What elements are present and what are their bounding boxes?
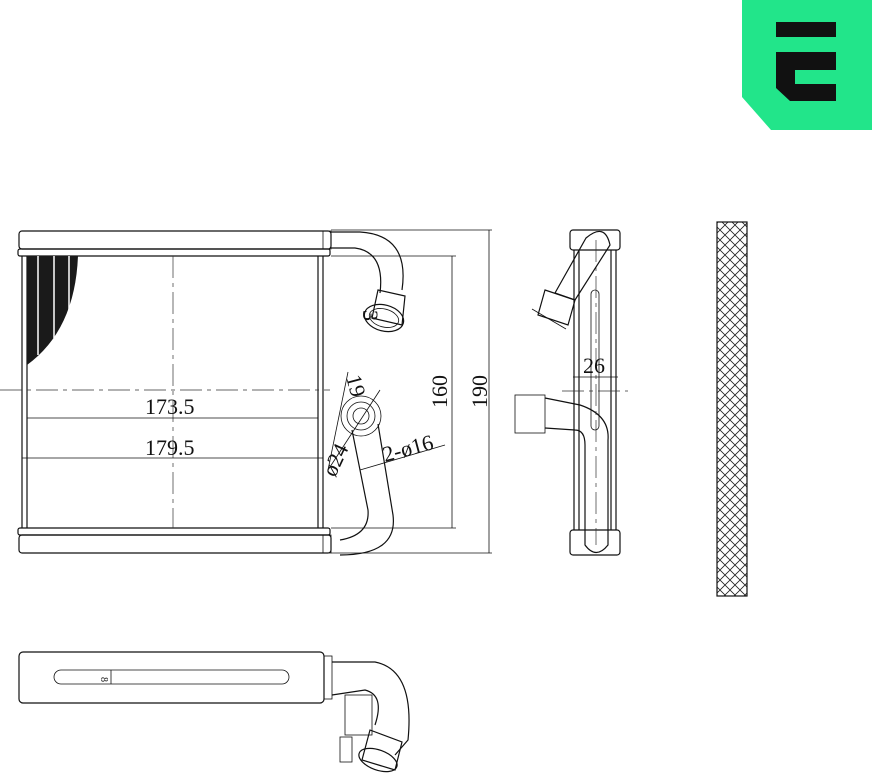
- dim-pipe-offset: 19: [341, 372, 371, 400]
- dim-overall-height: 190: [467, 375, 492, 408]
- dim-core-width: 173.5: [145, 394, 195, 419]
- fin-cross-section: [716, 221, 748, 597]
- dim-core-depth: 26: [583, 353, 605, 378]
- brand-logo: [742, 0, 872, 130]
- fin-section: [27, 256, 78, 365]
- dim-core-height: 160: [427, 375, 452, 408]
- dim-pipe-wall: 3: [358, 310, 383, 321]
- side-view: 26: [514, 229, 628, 556]
- front-view: 173.5 179.5 160 190 19 ø24 2-ø16 3: [0, 229, 492, 556]
- dim-overall-width: 179.5: [145, 435, 195, 460]
- top-view: 8: [18, 651, 410, 773]
- dim-slot-width: 8: [98, 677, 109, 682]
- dim-flange-diameter: ø24: [317, 440, 354, 480]
- dim-pipe-diameter: 2-ø16: [380, 429, 436, 466]
